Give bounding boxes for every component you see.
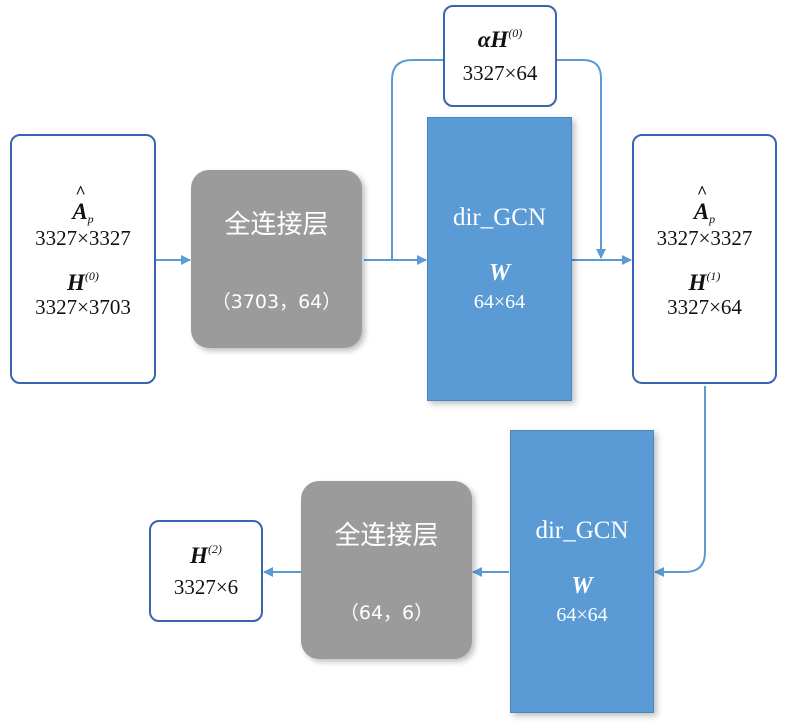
alpha-h0-symbol: αH(0) — [477, 26, 523, 53]
gcn-layer-1-dims: 64×64 — [473, 291, 526, 313]
arrow-alpha-to-merge — [557, 59, 606, 259]
h1-dims: 3327×64 — [667, 295, 742, 320]
arrow-branch-to-alpha — [391, 59, 443, 260]
fc-layer-1: 全连接层 （3703，64） — [191, 170, 362, 348]
h0-symbol: H(0) — [67, 268, 99, 295]
output-dims: 3327×6 — [173, 574, 239, 599]
input-node: Ap 3327×3327 H(0) 3327×3703 — [10, 134, 156, 384]
a-dims: 3327×3327 — [35, 225, 131, 250]
fc-layer-2-dims: （64，6） — [339, 602, 434, 624]
fc-layer-1-dims: （3703，64） — [211, 291, 342, 313]
alpha-node: αH(0) 3327×64 — [443, 5, 557, 107]
h2-symbol: H(2) — [190, 542, 222, 569]
arrow-mid-to-gcn2 — [654, 386, 706, 577]
gcn-layer-2-weight: W — [571, 572, 593, 599]
a-hat-symbol: Ap — [72, 182, 93, 226]
a-dims-2: 3327×3327 — [656, 225, 753, 250]
gcn-layer-1-title: dir_GCN — [452, 204, 547, 231]
a-hat-symbol-2: Ap — [694, 182, 715, 226]
gcn-layer-2-dims: 64×64 — [556, 603, 608, 626]
gcn-layer-2: dir_GCN W 64×64 — [510, 430, 654, 713]
h1-symbol: H(1) — [688, 268, 721, 295]
alpha-dims: 3327×64 — [462, 60, 538, 85]
output-node: H(2) 3327×6 — [149, 520, 263, 622]
gcn-layer-2-title: dir_GCN — [535, 516, 629, 544]
fc-layer-2-title: 全连接层 — [334, 521, 439, 551]
hidden-node: Ap 3327×3327 H(1) 3327×64 — [632, 134, 777, 384]
h0-dims: 3327×3703 — [35, 295, 131, 320]
gcn-layer-1-weight: W — [488, 260, 511, 286]
gcn-layer-1: dir_GCN W 64×64 — [427, 117, 572, 401]
fc-layer-2: 全连接层 （64，6） — [301, 481, 472, 659]
fc-layer-1-title: 全连接层 — [224, 210, 329, 240]
